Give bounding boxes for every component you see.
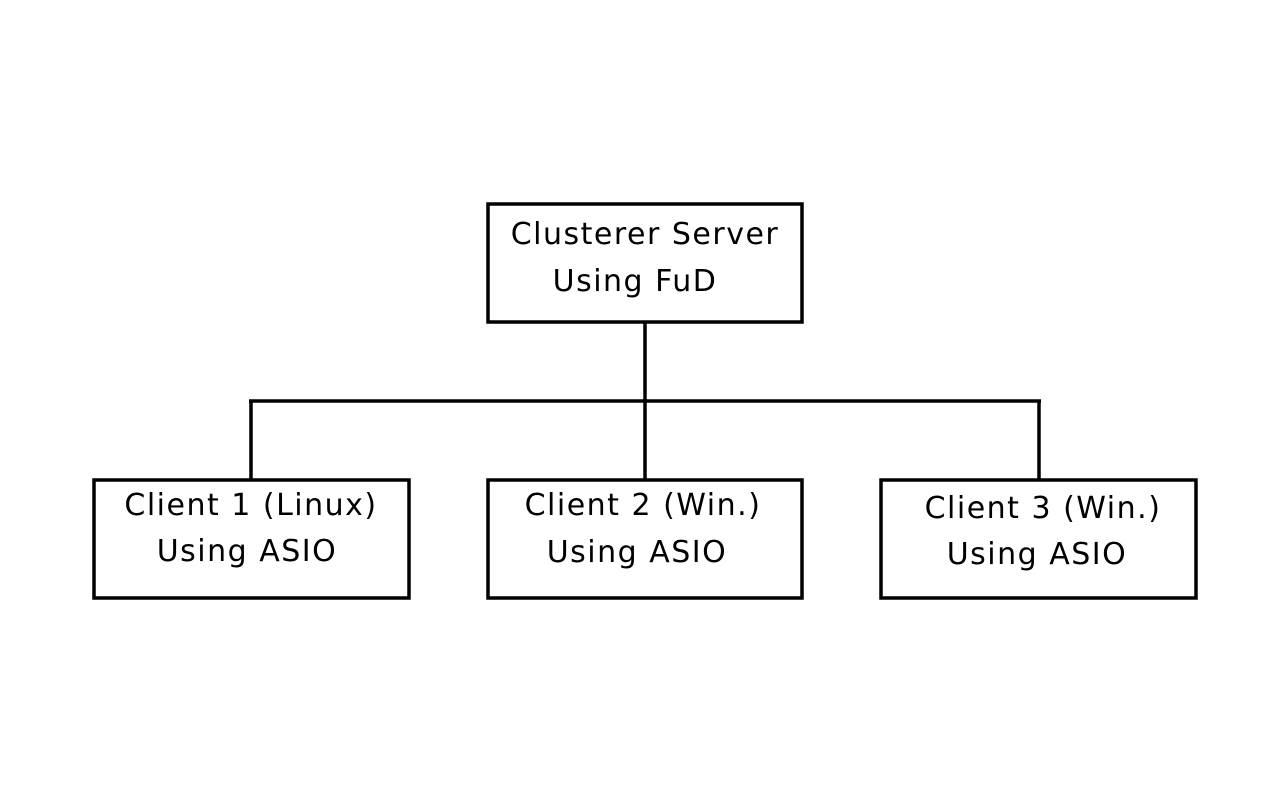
client-node-2: Client 2 (Win.) Using ASIO (486, 478, 804, 600)
client-3-label-line2: Using ASIO (947, 537, 1128, 572)
server-box (486, 202, 804, 324)
client-2-label-line1: Client 2 (Win.) (525, 488, 762, 523)
client-2-label-line2: Using ASIO (547, 535, 728, 570)
client-2-box (486, 478, 804, 600)
server-label-line2: Using FuD (553, 264, 718, 299)
client-node-3: Client 3 (Win.) Using ASIO (879, 478, 1198, 600)
client-node-1: Client 1 (Linux) Using ASIO (92, 478, 411, 600)
client-3-label-line1: Client 3 (Win.) (925, 491, 1162, 526)
server-label-line1: Clusterer Server (511, 217, 780, 252)
server-node: Clusterer Server Using FuD (486, 202, 804, 324)
client-3-box (879, 478, 1198, 600)
connectors (249, 322, 1041, 480)
client-1-label-line2: Using ASIO (157, 534, 338, 569)
client-1-box (92, 478, 411, 600)
client-1-label-line1: Client 1 (Linux) (124, 488, 377, 523)
